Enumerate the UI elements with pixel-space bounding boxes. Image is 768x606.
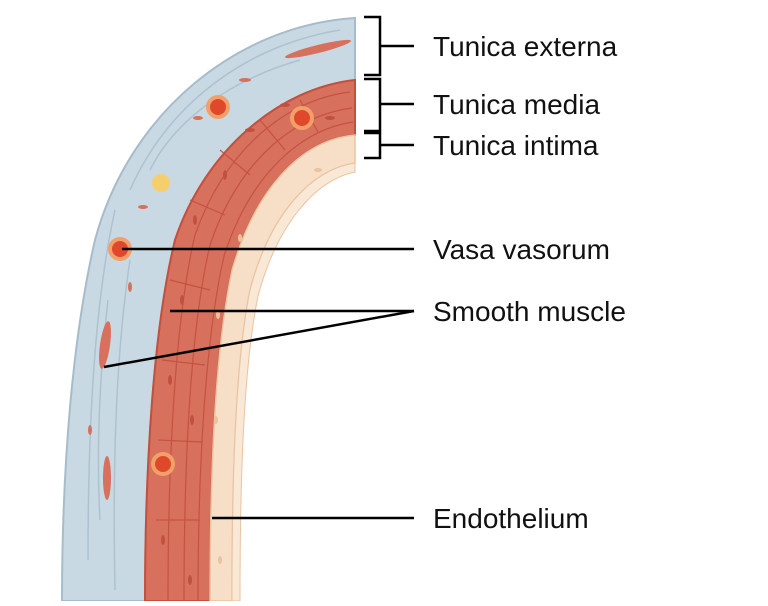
bracket-tunica-externa	[364, 15, 414, 77]
bracket-tunica-intima	[364, 131, 414, 160]
label-vasa-vasorum: Vasa vasorum	[433, 234, 610, 265]
label-tunica-media: Tunica media	[433, 89, 600, 120]
vasa-vasorum-vessels	[108, 95, 314, 476]
label-tunica-intima: Tunica intima	[433, 130, 599, 161]
endothelial-nuclei	[214, 168, 322, 564]
bracket-tunica-media	[364, 77, 414, 133]
label-endothelium: Endothelium	[433, 503, 589, 534]
externa-cells	[88, 39, 352, 500]
label-tunica-externa: Tunica externa	[433, 31, 618, 62]
leader-smooth-muscle-externa	[103, 309, 415, 369]
label-smooth-muscle: Smooth muscle	[433, 296, 626, 327]
layer-brackets	[364, 15, 414, 160]
callout-leaders	[103, 247, 415, 520]
smooth-muscle-nuclei	[161, 103, 335, 585]
